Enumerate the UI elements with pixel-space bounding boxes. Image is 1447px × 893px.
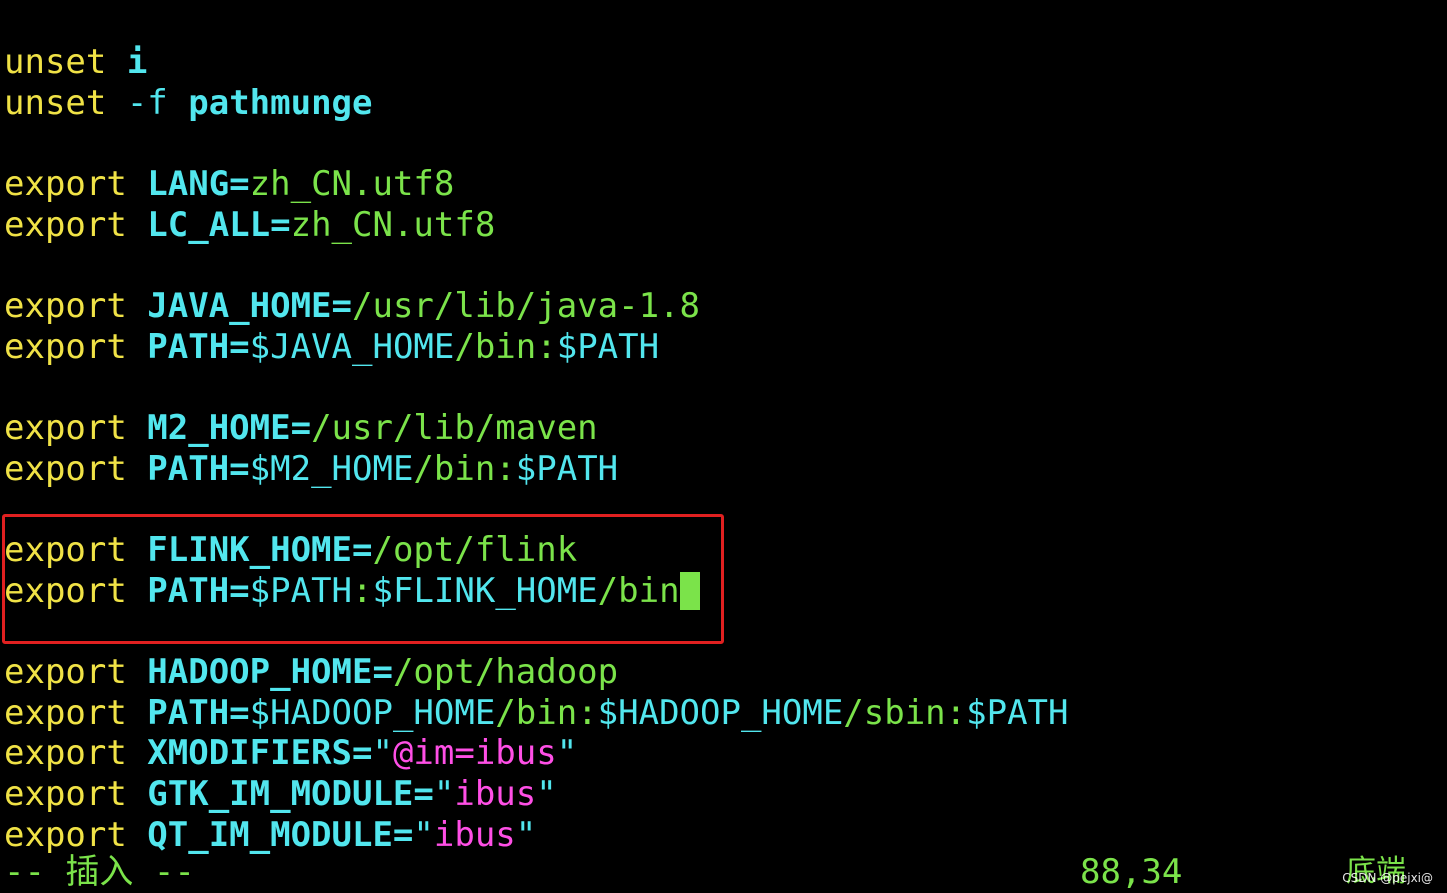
code-line[interactable]: export XMODIFIERS="@im=ibus" bbox=[4, 733, 577, 773]
code-line[interactable]: export GTK_IM_MODULE="ibus" bbox=[4, 774, 557, 814]
code-token: $HADOOP_HOME bbox=[597, 693, 844, 733]
keyword-token: unset bbox=[4, 42, 127, 82]
code-token: LANG= bbox=[147, 164, 250, 204]
code-line[interactable]: unset i bbox=[4, 42, 147, 82]
code-token: LC_ALL= bbox=[147, 205, 291, 245]
code-token: " bbox=[556, 733, 578, 773]
keyword-token: export bbox=[4, 408, 148, 448]
code-token: $PATH bbox=[249, 571, 353, 611]
code-token: " bbox=[372, 733, 393, 773]
code-token: /sbin: bbox=[843, 693, 967, 733]
code-token: $FLINK_HOME bbox=[372, 571, 598, 611]
code-line[interactable]: export PATH=$PATH:$FLINK_HOME/bin bbox=[4, 571, 700, 611]
code-token: $HADOOP_HOME bbox=[249, 693, 496, 733]
keyword-token: export bbox=[4, 733, 148, 773]
code-token: /bin: bbox=[495, 693, 598, 733]
code-line[interactable]: export JAVA_HOME=/usr/lib/java-1.8 bbox=[4, 286, 700, 326]
cursor-position: 88,34 bbox=[1080, 852, 1183, 892]
code-token: $JAVA_HOME bbox=[249, 327, 455, 367]
code-token: $M2_HOME bbox=[249, 449, 414, 489]
code-token: ibus bbox=[433, 815, 516, 855]
code-line[interactable]: export QT_IM_MODULE="ibus" bbox=[4, 815, 536, 855]
code-token: HADOOP_HOME= bbox=[147, 652, 393, 692]
keyword-token: export bbox=[4, 205, 148, 245]
code-token: /opt/flink bbox=[372, 530, 578, 570]
keyword-token: export bbox=[4, 693, 148, 733]
watermark: CSDN @pejxi@ bbox=[1342, 871, 1433, 885]
code-token: /bin bbox=[597, 571, 680, 611]
code-line[interactable]: export LANG=zh_CN.utf8 bbox=[4, 164, 454, 204]
code-token: $PATH bbox=[556, 327, 660, 367]
code-line[interactable]: export PATH=$M2_HOME/bin:$PATH bbox=[4, 449, 618, 489]
status-mode: -- 插入 -- bbox=[4, 852, 195, 892]
code-token: PATH= bbox=[147, 327, 250, 367]
code-token: /opt/hadoop bbox=[392, 652, 619, 692]
code-token: PATH= bbox=[147, 571, 250, 611]
code-token: : bbox=[352, 571, 373, 611]
code-token: $PATH bbox=[515, 449, 619, 489]
keyword-token: export bbox=[4, 815, 148, 855]
keyword-token: export bbox=[4, 571, 148, 611]
keyword-token: export bbox=[4, 164, 148, 204]
code-token: PATH= bbox=[147, 449, 250, 489]
code-token: zh_CN.utf8 bbox=[249, 164, 455, 204]
code-token: XMODIFIERS= bbox=[147, 733, 373, 773]
code-token: " bbox=[433, 774, 455, 814]
code-token: GTK_IM_MODULE= bbox=[147, 774, 434, 814]
code-token: M2_HOME= bbox=[147, 408, 312, 448]
highlight-box bbox=[2, 514, 724, 644]
code-token: pathmunge bbox=[188, 83, 373, 123]
keyword-token: export bbox=[4, 530, 148, 570]
code-token: ibus bbox=[454, 774, 537, 814]
code-token: QT_IM_MODULE= bbox=[147, 815, 414, 855]
code-token: i bbox=[126, 42, 148, 82]
scroll-indicator: 底端 bbox=[1346, 854, 1406, 889]
code-line[interactable]: export M2_HOME=/usr/lib/maven bbox=[4, 408, 598, 448]
code-line[interactable]: export LC_ALL=zh_CN.utf8 bbox=[4, 205, 495, 245]
code-token: PATH= bbox=[147, 693, 250, 733]
code-token: $PATH bbox=[966, 693, 1069, 733]
code-token: " bbox=[536, 774, 557, 814]
code-token: /usr/lib/java-1.8 bbox=[352, 286, 700, 326]
code-line[interactable]: unset -f pathmunge bbox=[4, 83, 372, 123]
keyword-token: export bbox=[4, 652, 148, 692]
code-line[interactable]: export PATH=$JAVA_HOME/bin:$PATH bbox=[4, 327, 659, 367]
code-token: JAVA_HOME= bbox=[147, 286, 352, 326]
code-token: @im=ibus bbox=[392, 733, 557, 773]
code-line[interactable]: export HADOOP_HOME=/opt/hadoop bbox=[4, 652, 618, 692]
code-token: /bin: bbox=[413, 449, 516, 489]
code-line[interactable]: export PATH=$HADOOP_HOME/bin:$HADOOP_HOM… bbox=[4, 693, 1068, 733]
code-line[interactable]: export FLINK_HOME=/opt/flink bbox=[4, 530, 577, 570]
code-token: /bin: bbox=[454, 327, 557, 367]
code-token: " bbox=[413, 815, 434, 855]
keyword-token: export bbox=[4, 774, 148, 814]
keyword-token: export bbox=[4, 286, 148, 326]
code-token: /usr/lib/maven bbox=[311, 408, 598, 448]
code-token: zh_CN.utf8 bbox=[290, 205, 496, 245]
code-token: " bbox=[515, 815, 537, 855]
keyword-token: export bbox=[4, 327, 148, 367]
keyword-token: unset bbox=[4, 83, 127, 123]
code-token: -f bbox=[126, 83, 189, 123]
text-cursor bbox=[679, 571, 700, 610]
keyword-token: export bbox=[4, 449, 148, 489]
code-token: FLINK_HOME= bbox=[147, 530, 373, 570]
